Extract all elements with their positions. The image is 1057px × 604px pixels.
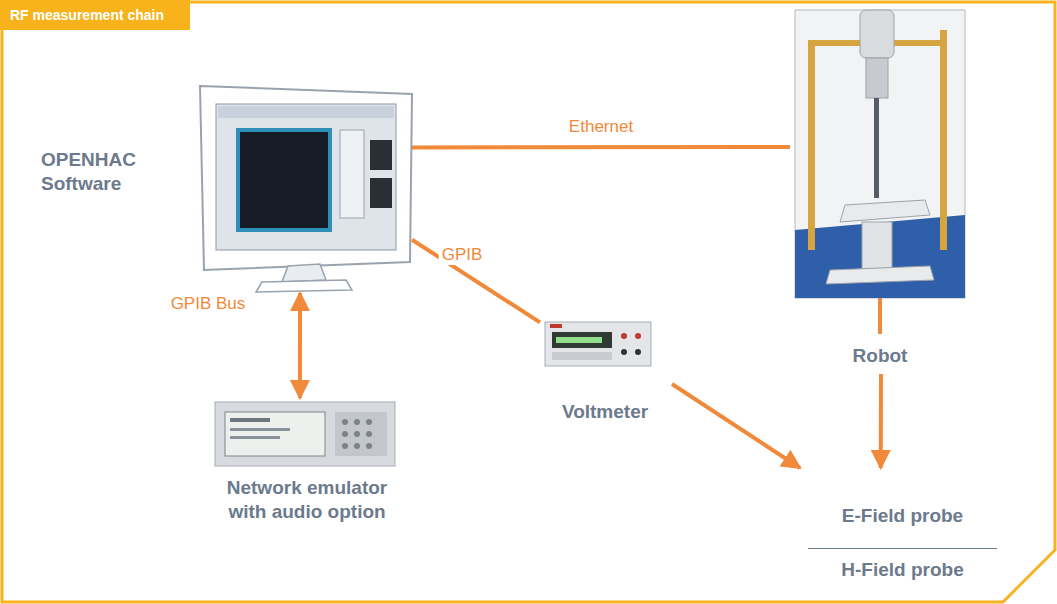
node-label: Network emulator with audio option xyxy=(207,476,407,524)
connector-line xyxy=(672,384,800,468)
node-label: E-Field probe xyxy=(800,504,1005,528)
node-label: H-Field probe xyxy=(800,558,1005,582)
connector-line xyxy=(412,240,540,323)
connector-label: Ethernet xyxy=(566,117,636,137)
connector-line xyxy=(879,374,883,468)
node-label: Robot xyxy=(790,344,970,368)
probe-node: E-Field probeH-Field probe xyxy=(800,468,1007,592)
robot-illustration xyxy=(795,10,965,298)
monitor-illustration xyxy=(200,86,412,292)
network-emulator-illustration xyxy=(215,402,395,466)
connector-label: GPIB Bus xyxy=(168,294,249,314)
connector-label: GPIB xyxy=(439,245,486,265)
title-tab: RF measurement chain xyxy=(0,0,190,30)
connector-line xyxy=(412,145,790,149)
software-node: OPENHAC Software xyxy=(35,88,412,293)
robot-lead-line xyxy=(878,298,882,334)
robot-node: Robot xyxy=(790,8,972,374)
voltmeter-illustration xyxy=(545,322,651,366)
voltmeter-node: Voltmeter xyxy=(540,318,672,428)
divider-line xyxy=(808,548,997,549)
emulator-node: Network emulator with audio option xyxy=(135,398,480,535)
node-label: OPENHAC Software xyxy=(41,148,171,196)
connector-line xyxy=(298,293,302,398)
node-label: Voltmeter xyxy=(540,400,670,424)
